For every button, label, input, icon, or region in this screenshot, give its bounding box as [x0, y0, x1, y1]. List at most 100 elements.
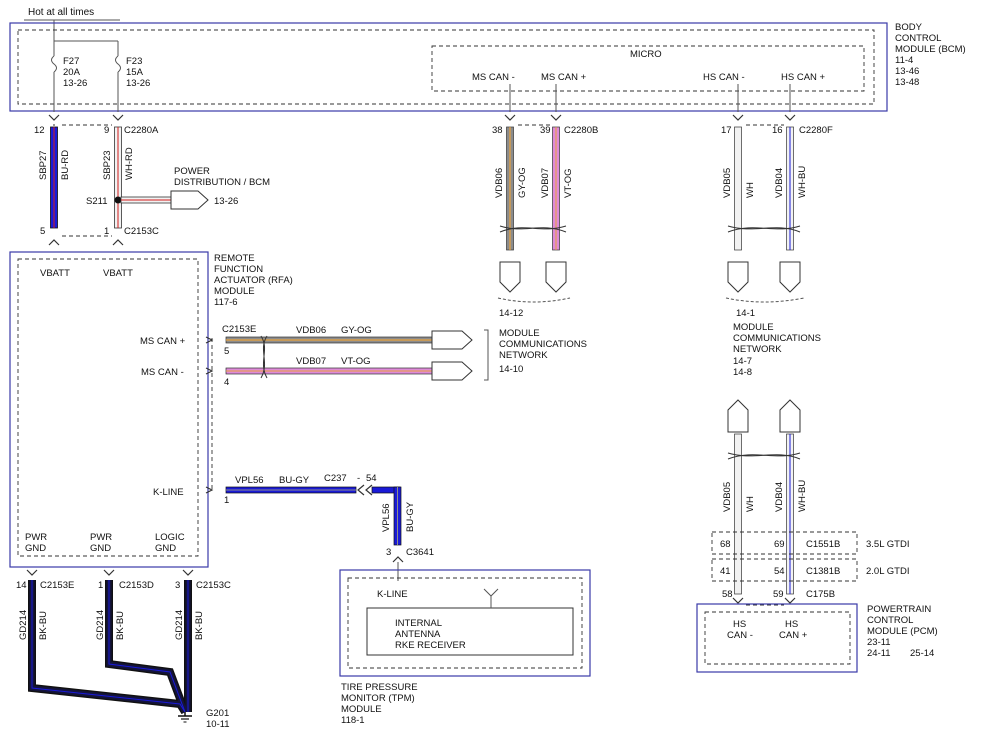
sbp23-id: SBP23 [102, 150, 113, 180]
wire-vdb05-lower [734, 433, 742, 595]
kline-pin-1: 1 [224, 495, 229, 506]
rfa-name-line-2: FUNCTION [214, 264, 263, 275]
fuse-f27-ref: 13-26 [63, 78, 87, 89]
c2280a-label: C2280A [124, 125, 159, 136]
c1381b-pin-54: 54 [774, 566, 785, 577]
c2280b-label: C2280B [564, 125, 598, 136]
vdb04-id-top: VDB04 [774, 168, 785, 198]
bcm-name-line-2: CONTROL [895, 33, 941, 44]
mcn-mid-line-1: MODULE [499, 328, 540, 339]
fuse-f23-ref: 13-26 [126, 78, 150, 89]
power-distribution-arrow [170, 190, 209, 210]
power-distribution-line-1: POWER [174, 166, 210, 177]
vdb06-connector-arrow [431, 330, 473, 350]
mcn-right-line-3: NETWORK [733, 344, 782, 355]
vdb04-color-top: WH-BU [797, 166, 808, 198]
rfa-ms-can-plus-pin [205, 336, 214, 344]
micro-label: MICRO [630, 49, 662, 60]
pcm-name-line-3: MODULE (PCM) [867, 626, 938, 637]
bcm-name-line-3: MODULE (BCM) [895, 44, 966, 55]
gd214-id-1: GD214 [18, 610, 29, 640]
g201-ref: 10-11 [206, 719, 230, 730]
c3641-chevron [392, 556, 404, 563]
micro-box [431, 45, 865, 92]
gnd-pin-1-chevron [103, 569, 115, 576]
ref-14-12: 14-12 [499, 308, 523, 319]
s211-label: S211 [86, 196, 107, 207]
vdb07-connector-arrow [431, 361, 473, 381]
tpm-name-line-3: MODULE [341, 704, 382, 715]
c237-chevron-right [365, 484, 373, 496]
ground-icon [178, 712, 192, 723]
gnd-pin-14-chevron [26, 569, 38, 576]
tpm-internal-line-3: RKE RECEIVER [395, 640, 466, 651]
mcn-right-ref-1: 14-7 [733, 356, 752, 367]
c237-pin-54: 54 [366, 473, 377, 484]
vdb05-color-top: WH [745, 182, 756, 198]
pin-9-chevron [112, 114, 124, 121]
gd214-color-2: BK-BU [115, 611, 126, 640]
ms-can-minus-connector [499, 261, 521, 293]
hs-can-minus-connector-bottom [727, 399, 749, 433]
twisted-pair-ms-vertical [499, 225, 567, 233]
rfa-pwr-gnd-2-bottom: GND [90, 543, 111, 554]
sbp27-id: SBP27 [38, 150, 49, 180]
fuse-f23 [54, 40, 121, 112]
pin-59-chevron [784, 597, 796, 604]
rfa-vbatt-2: VBATT [103, 268, 133, 279]
c1551b-box [711, 531, 858, 555]
mcn-mid-bracket [484, 329, 489, 381]
c2280b-pin-39: 39 [540, 125, 551, 136]
pcm-pin-1-bottom: CAN - [727, 630, 753, 641]
rfa-inner-dashed [17, 258, 199, 557]
vdb06-color-h: GY-OG [341, 325, 372, 336]
tpm-internal-line-2: ANTENNA [395, 629, 441, 640]
rfa-ms-can-plus: MS CAN + [140, 336, 186, 347]
c175b-pin-58: 58 [722, 589, 733, 600]
bcm-name-line-1: BODY [895, 22, 923, 33]
pin-12-chevron [48, 114, 60, 121]
c2153c-top-label: C2153C [124, 226, 159, 237]
tpm-internal-line-1: INTERNAL [395, 618, 442, 629]
bottom-pin-1: 1 [98, 580, 103, 591]
mcn-mid-line-3: NETWORK [499, 350, 548, 361]
tpm-kline: K-LINE [377, 589, 408, 600]
rfa-name-line-1: REMOTE [214, 253, 255, 264]
fuse-f27-name: F27 [63, 56, 79, 67]
vdb06-color-v: GY-OG [517, 167, 528, 198]
rfa-box [9, 251, 209, 568]
gd214-id-2: GD214 [95, 610, 106, 640]
pin-5-chevron [48, 239, 60, 246]
c2280a-pin-9: 9 [104, 125, 109, 136]
pcm-ref-1: 23-11 [867, 637, 891, 648]
bottom-pin-14: 14 [16, 580, 27, 591]
fuse-f23-rating: 15A [126, 67, 144, 78]
hs-can-minus-connector-top [727, 261, 749, 293]
c237-sep: - [357, 473, 360, 484]
c237-chevron-left [357, 484, 365, 496]
bcm-inner-dashed [17, 29, 875, 105]
c2153c-top-pin-1: 1 [104, 226, 109, 237]
tpm-name-line-4: 118-1 [341, 715, 365, 726]
vdb07-color-h: VT-OG [341, 356, 371, 367]
wire-gd214-bundle [28, 580, 192, 715]
rfa-kline-pin [205, 486, 214, 494]
c1551b-pin-68: 68 [720, 539, 731, 550]
fuse-f23-name: F23 [126, 56, 142, 67]
mcn-right-line-1: MODULE [733, 322, 774, 333]
tpm-internal-box [366, 607, 574, 656]
bcm-ref-1: 11-4 [895, 55, 913, 66]
vdb07-id-v: VDB07 [540, 168, 551, 198]
pcm-pin-1-top: HS [733, 619, 746, 630]
vdb05-id-bottom: VDB05 [722, 482, 733, 512]
bcm-pin-ms-can-minus: MS CAN - [472, 72, 515, 83]
hs-can-plus-connector-bottom [779, 399, 801, 433]
pin-58-chevron [732, 597, 744, 604]
vdb07-color-v: VT-OG [563, 168, 574, 198]
fuse-f27 [51, 36, 57, 112]
pcm-inner-dashed [704, 611, 851, 665]
bcm-pin-hs-can-minus: HS CAN - [703, 72, 745, 83]
ms-brace [497, 297, 571, 303]
pcm-ref-2: 24-11 [867, 648, 891, 659]
